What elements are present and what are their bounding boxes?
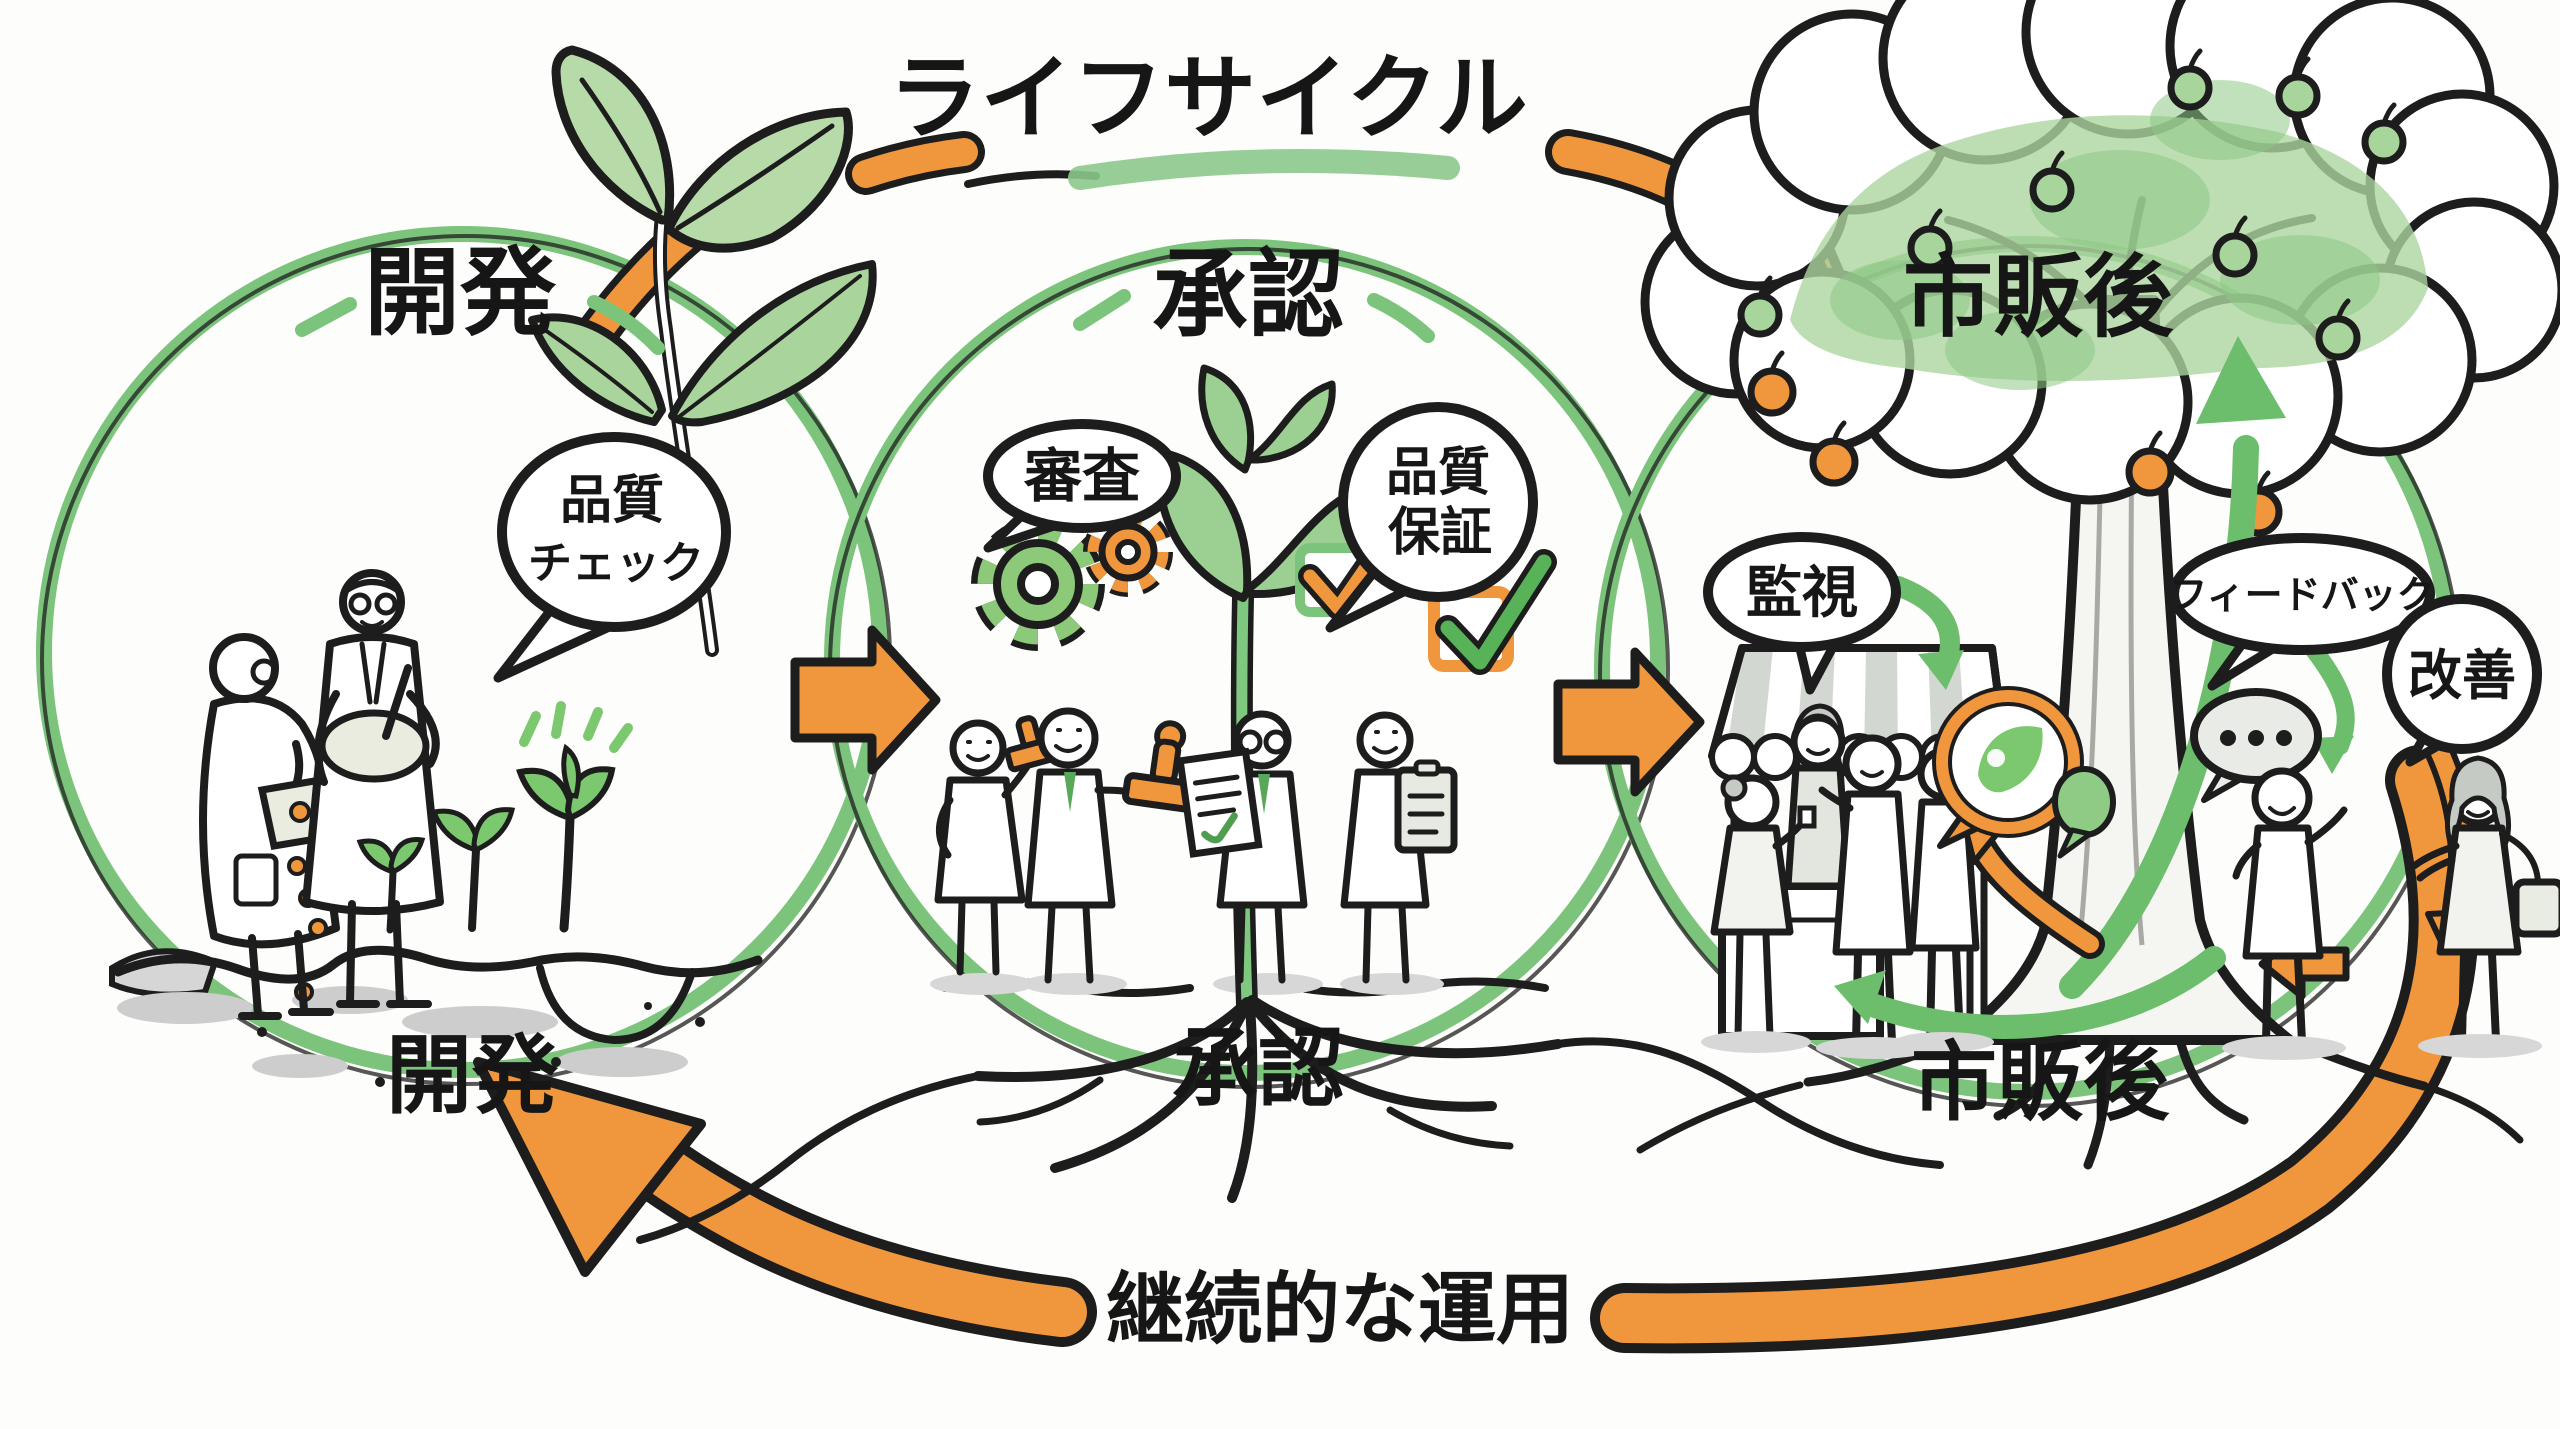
arrow-bottom-left-green xyxy=(1834,946,2226,1039)
listening-woman-figure xyxy=(2410,755,2560,1044)
monitoring-bubble xyxy=(1703,532,1901,695)
arrow-monitoring-to-stall xyxy=(1888,576,1964,690)
approval-bottom-label: 承認 xyxy=(1172,1019,1344,1119)
quality-assurance-bubble xyxy=(1325,402,1538,633)
apple-tree xyxy=(1636,0,2560,1170)
stamp-icon xyxy=(1004,715,1065,773)
glasses-icon xyxy=(1237,729,1263,755)
labels: ライフサイクル 開発 承認 市販後 開発 承認 市販後 品質 チェック 審査 品… xyxy=(364,45,2516,1355)
arrow-feedback-down xyxy=(2305,641,2355,774)
checkbox-green-check-icon xyxy=(1428,549,1557,675)
scientist-head xyxy=(209,633,279,703)
quality-check-bubble xyxy=(493,432,731,683)
review-label: 審査 xyxy=(1023,442,1140,510)
auditor-with-clipboard xyxy=(1340,711,1458,984)
improvement-label: 改善 xyxy=(2408,644,2516,707)
post-market-scene xyxy=(1636,0,2560,1170)
quality-assurance-line2: 保証 xyxy=(1388,503,1492,563)
approval-scene xyxy=(636,364,1944,1244)
customer-figure-left xyxy=(1710,774,1817,1040)
green-gear-icon xyxy=(971,517,1105,651)
large-seedling xyxy=(528,45,877,657)
review-bubble xyxy=(983,419,1181,553)
tree-canopy xyxy=(1640,0,2560,505)
improvement-bubble xyxy=(2382,594,2542,767)
loop-arrowhead xyxy=(473,1057,706,1277)
typing-dots-icon xyxy=(2220,730,2292,746)
green-apples xyxy=(1737,48,2407,361)
continuous-operation-label: 継続的な運用 xyxy=(1106,1265,1574,1355)
handbag-icon xyxy=(2512,878,2560,938)
development-scene xyxy=(109,569,763,1087)
label-emphasis-dashes xyxy=(295,289,1435,355)
post-market-bottom-label: 市販後 xyxy=(1911,1033,2170,1133)
feedback-bubble xyxy=(2169,533,2435,691)
quality-check-line2: チェック xyxy=(528,538,704,589)
post-market-top-label: 市販後 xyxy=(1903,245,2174,350)
clipboard-icon xyxy=(1394,759,1458,854)
approval-document xyxy=(1176,747,1263,858)
glasses-icon xyxy=(250,658,278,686)
speech-bubbles xyxy=(493,402,2542,767)
development-bottom-label: 開発 xyxy=(386,1026,559,1126)
mixing-bowl xyxy=(318,709,430,783)
feedback-label: フィードバック xyxy=(2169,573,2434,617)
leaf-cycle-bubble-icon xyxy=(1932,686,2116,859)
continuous-operation-loop-arrow xyxy=(473,745,2479,1354)
approver-with-stamp-large xyxy=(1024,707,1205,984)
quality-check-line1: 品質 xyxy=(560,471,664,531)
sparkle-dashes-icon xyxy=(519,701,633,753)
title-underline xyxy=(1068,148,1460,190)
approval-top-label: 承認 xyxy=(1152,239,1344,351)
arrow-approval-to-post-market xyxy=(1553,647,1705,797)
monitoring-label: 監視 xyxy=(1746,561,1858,626)
scientist-mixing xyxy=(302,569,444,1008)
diagram-title: ライフサイクル xyxy=(888,45,1527,152)
reviewer-with-stamp-small xyxy=(934,715,1065,976)
quality-assurance-line1: 品質 xyxy=(1386,443,1490,503)
arrow-development-to-approval xyxy=(790,625,941,775)
inspector-with-document xyxy=(1176,710,1308,984)
customer-figure-center xyxy=(1818,734,1914,1046)
talking-man-figure xyxy=(2190,688,2348,1046)
growing-seedlings xyxy=(356,701,633,934)
vendor-figure xyxy=(1784,703,1852,890)
development-top-label: 開発 xyxy=(364,237,557,349)
glasses-icon xyxy=(348,592,372,616)
